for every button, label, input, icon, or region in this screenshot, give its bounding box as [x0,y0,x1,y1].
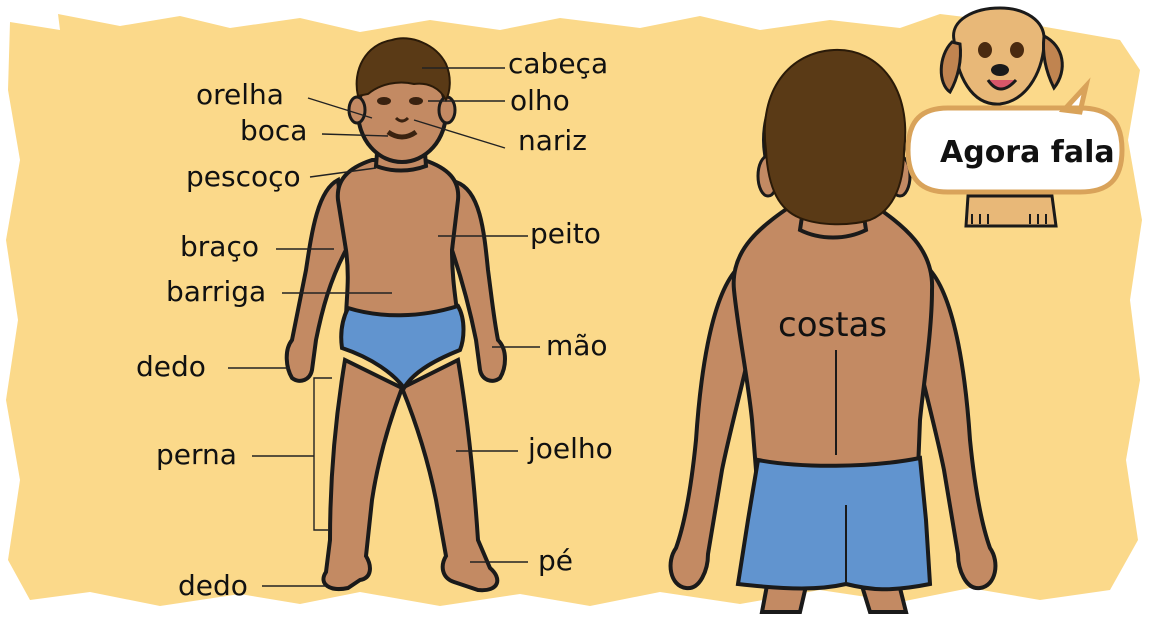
label-olho: olho [510,84,570,117]
label-barriga: barriga [166,275,266,308]
label-nariz: nariz [518,124,587,157]
label-costas: costas [778,305,887,345]
label-braco: braço [180,230,259,263]
label-boca: boca [240,114,307,147]
label-joelho: joelho [527,432,613,465]
right-eye [409,97,423,105]
left-ear [349,97,365,123]
left-eye [377,97,391,105]
back-shorts [738,458,930,589]
badge-text: Agora fala [940,135,1115,170]
label-cabeca: cabeça [508,47,608,80]
label-perna: perna [156,438,237,471]
label-pe: pé [538,544,573,577]
label-dedo-pe: dedo [178,569,248,602]
label-pescoco: pescoço [186,160,301,193]
label-mao: mão [546,329,608,362]
label-orelha: orelha [196,78,284,111]
label-peito: peito [530,217,601,250]
back-hair [765,50,905,224]
label-dedo-mao: dedo [136,350,206,383]
torso [338,160,458,320]
